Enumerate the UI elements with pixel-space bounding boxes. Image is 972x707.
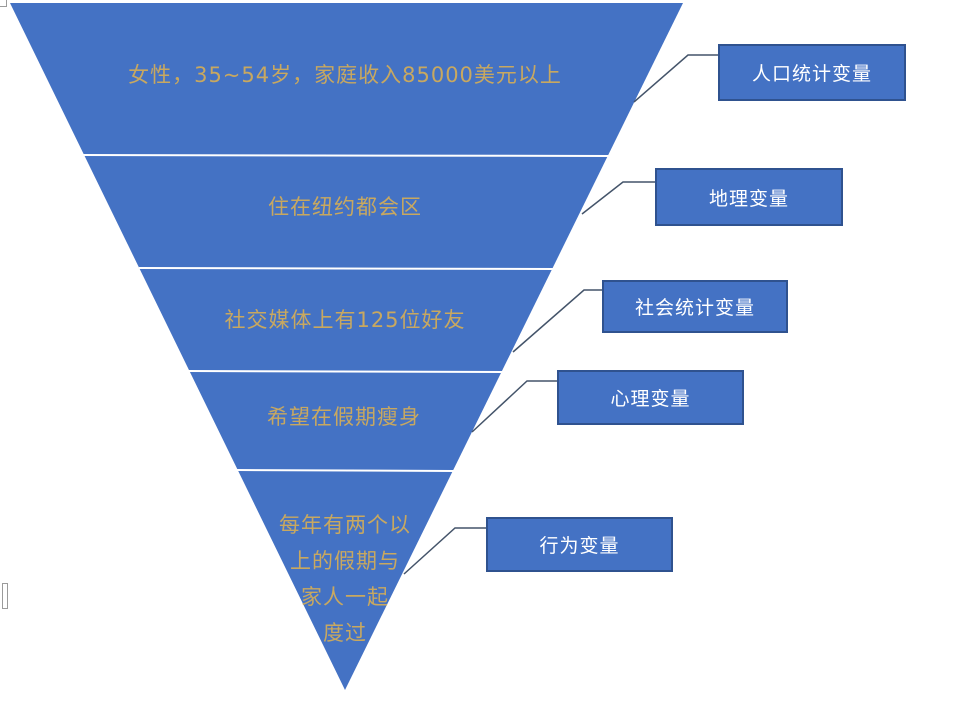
callout-box-psychological: 心理变量	[557, 370, 744, 425]
callout-box-behavioral: 行为变量	[486, 517, 673, 572]
funnel-shape	[10, 3, 683, 690]
callout-label-social: 社会统计变量	[634, 297, 755, 319]
callout-label-behavioral: 行为变量	[539, 535, 620, 557]
connector-line-3	[512, 289, 602, 353]
tier-divider-3	[187, 370, 504, 373]
tier-divider-4	[236, 469, 455, 472]
connector-line-5	[403, 527, 486, 575]
tier-divider-2	[138, 267, 555, 270]
connector-line-4	[471, 380, 557, 433]
callout-box-social: 社会统计变量	[602, 280, 788, 333]
clipped-shape-artifact-top-left	[0, 0, 7, 7]
clipped-shape-artifact-left-edge	[2, 583, 8, 609]
callout-label-geographic: 地理变量	[708, 187, 789, 210]
connector-line-1	[633, 54, 718, 103]
callout-label-demographic: 人口统计变量	[751, 63, 872, 85]
connector-line-2	[581, 181, 655, 215]
tier-divider-1	[81, 154, 610, 157]
callout-box-geographic: 地理变量	[655, 168, 843, 226]
callout-label-psychological: 心理变量	[610, 388, 691, 410]
callout-box-demographic: 人口统计变量	[718, 44, 906, 101]
